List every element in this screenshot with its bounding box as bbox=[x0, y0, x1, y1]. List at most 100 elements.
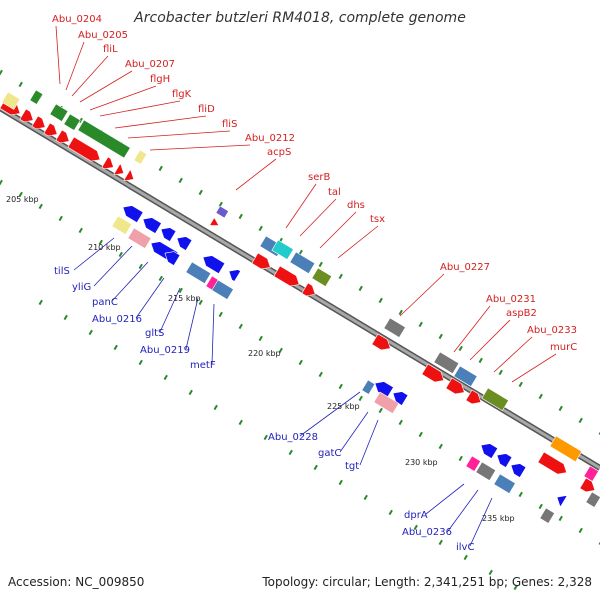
callout-line bbox=[448, 490, 478, 531]
track-dot bbox=[59, 216, 63, 221]
callout-line bbox=[400, 274, 444, 316]
track-dot bbox=[219, 312, 223, 317]
gene-label: Abu_0219 bbox=[140, 345, 190, 356]
functional-box bbox=[362, 380, 375, 394]
tick-label: 235 kbp bbox=[482, 514, 515, 523]
cds-box bbox=[290, 252, 315, 274]
cds-box bbox=[540, 508, 555, 523]
gene-label: Abu_0212 bbox=[245, 133, 295, 144]
gene-label: Abu_0207 bbox=[125, 59, 175, 70]
track-dot bbox=[439, 444, 443, 449]
track-dot bbox=[439, 334, 443, 339]
functional-box bbox=[586, 492, 600, 507]
tick-label: 220 kbp bbox=[248, 349, 281, 358]
reverse-cds-track bbox=[112, 202, 600, 523]
track-dot bbox=[479, 358, 483, 363]
track-dot bbox=[419, 322, 423, 327]
track-dot bbox=[319, 372, 323, 377]
track-dot bbox=[319, 262, 323, 267]
cds-box bbox=[550, 436, 582, 462]
track-dot bbox=[89, 330, 93, 335]
cds-box bbox=[64, 114, 80, 130]
track-dot bbox=[64, 315, 68, 320]
functional-box bbox=[64, 114, 80, 130]
tick-label: 205 kbp bbox=[6, 195, 39, 204]
callout-line bbox=[128, 131, 230, 138]
callout-line bbox=[136, 278, 164, 318]
track-dot bbox=[364, 495, 368, 500]
gene-label: dprA bbox=[404, 510, 428, 521]
track-dot bbox=[539, 394, 543, 399]
gene-label: gltS bbox=[145, 328, 164, 339]
gene-label: Abu_0205 bbox=[78, 30, 128, 41]
gene-label: flgK bbox=[172, 89, 192, 100]
accession-text: Accession: NC_009850 bbox=[8, 575, 144, 589]
track-dot bbox=[519, 382, 523, 387]
track-dot bbox=[379, 298, 383, 303]
track-dot bbox=[0, 70, 3, 75]
callout-line bbox=[236, 159, 276, 190]
track-dot bbox=[559, 406, 563, 411]
track-dot bbox=[139, 360, 143, 365]
gene-label: Abu_0204 bbox=[52, 14, 102, 25]
cds-box bbox=[586, 492, 600, 507]
topology-text: Topology: circular; Length: 2,341,251 bp… bbox=[261, 575, 592, 589]
track-dot bbox=[39, 204, 43, 209]
cds-box bbox=[134, 150, 147, 164]
callout-line bbox=[72, 56, 108, 96]
gene-label: gatC bbox=[318, 448, 341, 459]
functional-box bbox=[290, 252, 315, 274]
functional-box bbox=[384, 318, 406, 338]
callout-line bbox=[94, 246, 132, 286]
cds-arrow bbox=[226, 266, 241, 281]
cds-reverse bbox=[554, 492, 567, 506]
track-dot bbox=[199, 190, 203, 195]
track-dot bbox=[39, 300, 43, 305]
track-dot bbox=[339, 274, 343, 279]
cds-box bbox=[312, 268, 332, 287]
track-dot bbox=[259, 226, 263, 231]
gene-label: panC bbox=[92, 297, 118, 308]
track-dot bbox=[379, 408, 383, 413]
functional-box bbox=[30, 90, 43, 104]
callout-line bbox=[360, 420, 378, 465]
map-title: Arcobacter butzleri RM4018, complete gen… bbox=[133, 10, 466, 26]
callout-line bbox=[115, 116, 206, 128]
callout-line bbox=[300, 199, 336, 236]
gene-label: tilS bbox=[54, 266, 70, 277]
callout-line bbox=[66, 42, 84, 90]
gene-label: Abu_0236 bbox=[402, 527, 452, 538]
cds-arrow bbox=[508, 460, 526, 477]
track-dot bbox=[214, 405, 218, 410]
cds-box bbox=[384, 318, 406, 338]
functional-box bbox=[540, 508, 555, 523]
callout-line bbox=[212, 304, 214, 364]
callout-line bbox=[512, 354, 556, 382]
cds-reverse bbox=[226, 266, 241, 281]
callout-line bbox=[286, 184, 316, 228]
cds-arrow bbox=[478, 440, 498, 459]
cds-box bbox=[30, 90, 43, 104]
gene-label: tgt bbox=[345, 461, 359, 472]
cds-box bbox=[476, 462, 496, 481]
gene-label: aspB2 bbox=[506, 308, 537, 319]
callout-line bbox=[470, 320, 510, 360]
track-dot bbox=[464, 555, 468, 560]
track-dot bbox=[19, 82, 23, 87]
callout-line bbox=[112, 262, 148, 301]
cds-forward bbox=[210, 218, 221, 229]
gene-label: murC bbox=[550, 342, 577, 353]
callout-line bbox=[90, 86, 156, 110]
cds-arrow bbox=[554, 492, 567, 506]
cds-reverse bbox=[140, 214, 162, 234]
gene-label: serB bbox=[308, 172, 330, 183]
callout-line bbox=[100, 101, 180, 116]
track-dot bbox=[579, 418, 583, 423]
track-dot bbox=[159, 166, 163, 171]
track-dot bbox=[114, 345, 118, 350]
tick-label: 225 kbp bbox=[327, 402, 360, 411]
cds-arrow bbox=[494, 450, 512, 467]
track-dot bbox=[289, 450, 293, 455]
track-dot bbox=[559, 516, 563, 521]
